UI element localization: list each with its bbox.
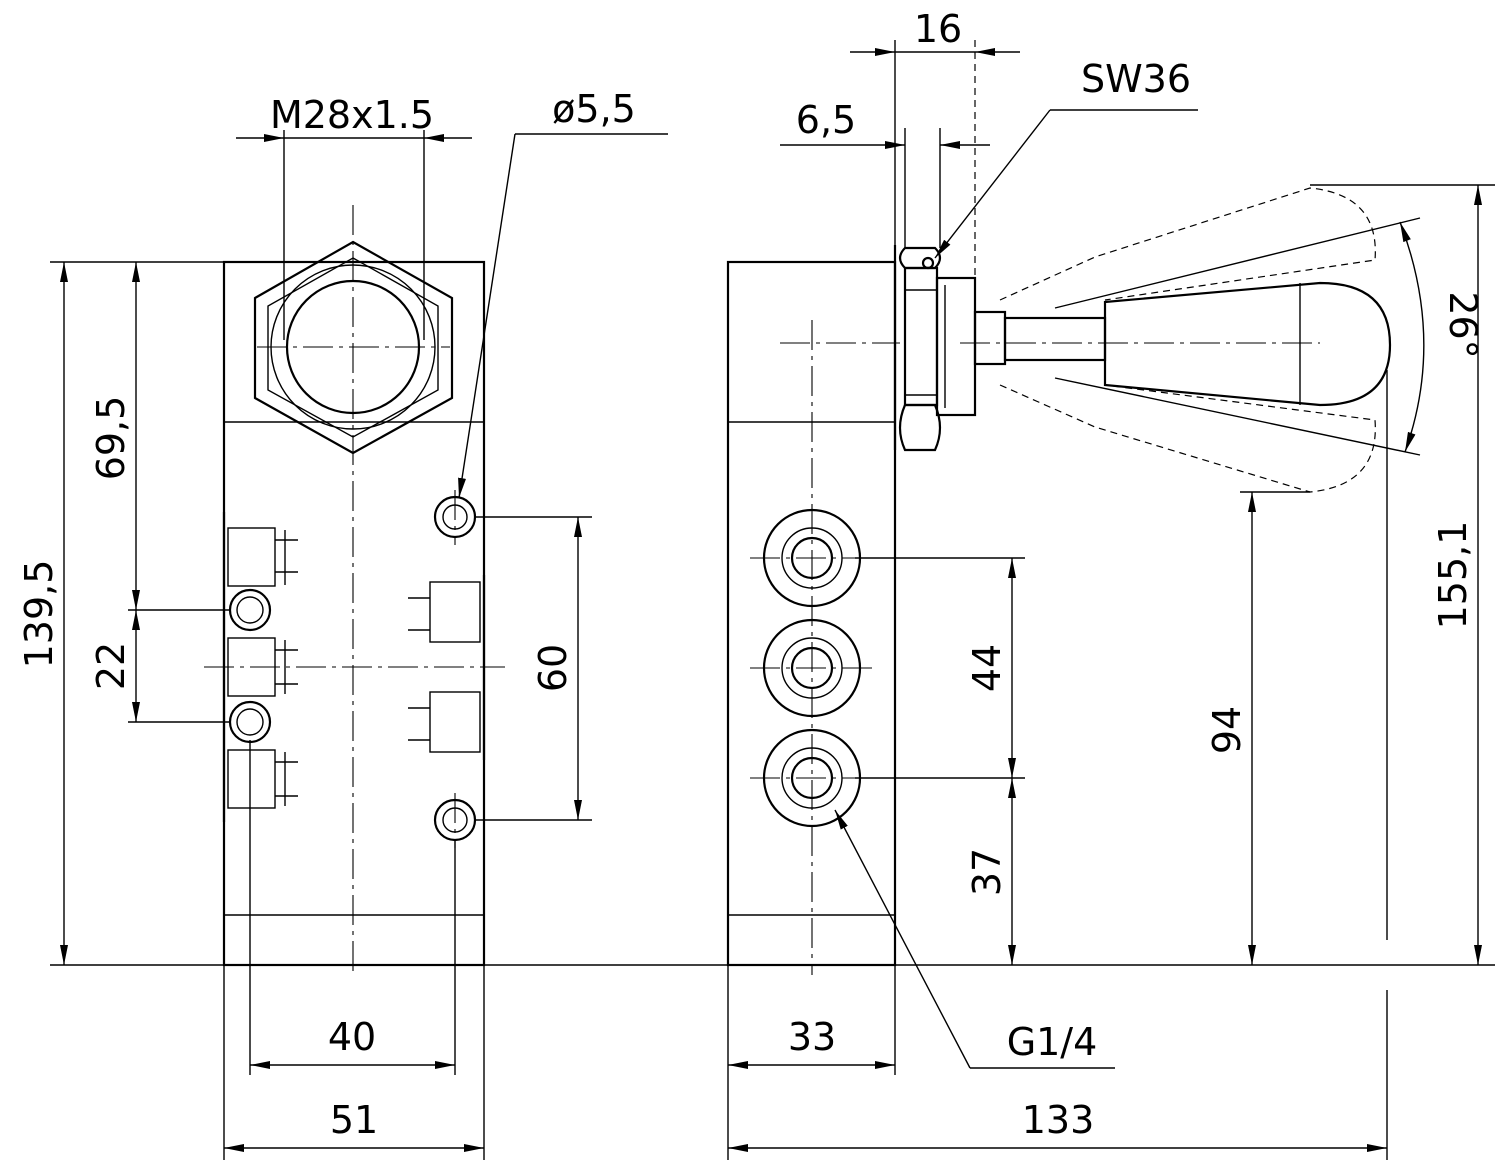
width-inner-label: 40 — [328, 1015, 376, 1059]
dim-port-spacing-side: 44 — [855, 557, 1025, 779]
mounting-holes — [433, 490, 477, 848]
height-total-label: 139,5 — [17, 560, 61, 669]
lever-phantom: 26° — [999, 187, 1485, 493]
dim-height-upper: 69,5 — [89, 262, 140, 610]
port-spacing-label: 22 — [89, 642, 133, 690]
port-height-lower-label: 37 — [965, 848, 1009, 896]
width-outer-label: 51 — [330, 1098, 378, 1142]
port-thread-label: G1/4 — [1007, 1020, 1098, 1064]
dim-width-inner: 40 — [249, 740, 456, 1075]
lever-axis-height-label: 94 — [1205, 706, 1249, 754]
dim-nut-thickness: 16 — [850, 7, 1020, 280]
total-height-label: 155,1 — [1431, 521, 1475, 630]
dim-hole-diameter: ø5,5 — [458, 87, 668, 499]
nut-side — [893, 245, 977, 452]
dim-port-spacing: 22 — [89, 609, 230, 723]
dim-port-thread: G1/4 — [834, 809, 1115, 1069]
dim-wrench-size: SW36 — [934, 57, 1198, 259]
dim-body-depth: 33 — [727, 965, 896, 1160]
side-view: 26° 16 6,5 SW36 155,1 — [484, 7, 1495, 1160]
dim-overall-length: 133 — [728, 370, 1388, 1160]
front-view: M28x1.5 ø5,5 139,5 69,5 22 60 — [17, 87, 668, 1160]
flange-thickness-label: 6,5 — [796, 98, 856, 142]
dim-height-total: 139,5 — [17, 261, 224, 966]
hole-diameter-label: ø5,5 — [552, 87, 636, 131]
centerlines-front — [204, 205, 505, 975]
height-upper-label: 69,5 — [89, 396, 133, 481]
port-spacing-side-label: 44 — [965, 644, 1009, 692]
dim-thread: M28x1.5 — [236, 93, 472, 340]
side-fittings-right — [408, 575, 486, 760]
dim-total-height: 155,1 — [484, 184, 1495, 966]
hole-spacing-label: 60 — [531, 644, 575, 692]
overall-length-label: 133 — [1022, 1098, 1095, 1142]
lever-handle — [960, 281, 1392, 407]
thread-label: M28x1.5 — [270, 93, 434, 137]
dim-port-height-lower: 37 — [965, 778, 1016, 965]
dim-hole-spacing: 60 — [475, 516, 592, 821]
dim-width-outer: 51 — [223, 965, 485, 1160]
dim-lever-axis-height: 94 — [1205, 491, 1310, 965]
wrench-size-label: SW36 — [1081, 57, 1191, 101]
valve-body-side — [726, 260, 900, 975]
nut-thickness-label: 16 — [914, 7, 962, 51]
lever-stem — [973, 310, 1107, 366]
body-depth-label: 33 — [788, 1015, 836, 1059]
dim-flange-thickness: 6,5 — [780, 98, 990, 248]
